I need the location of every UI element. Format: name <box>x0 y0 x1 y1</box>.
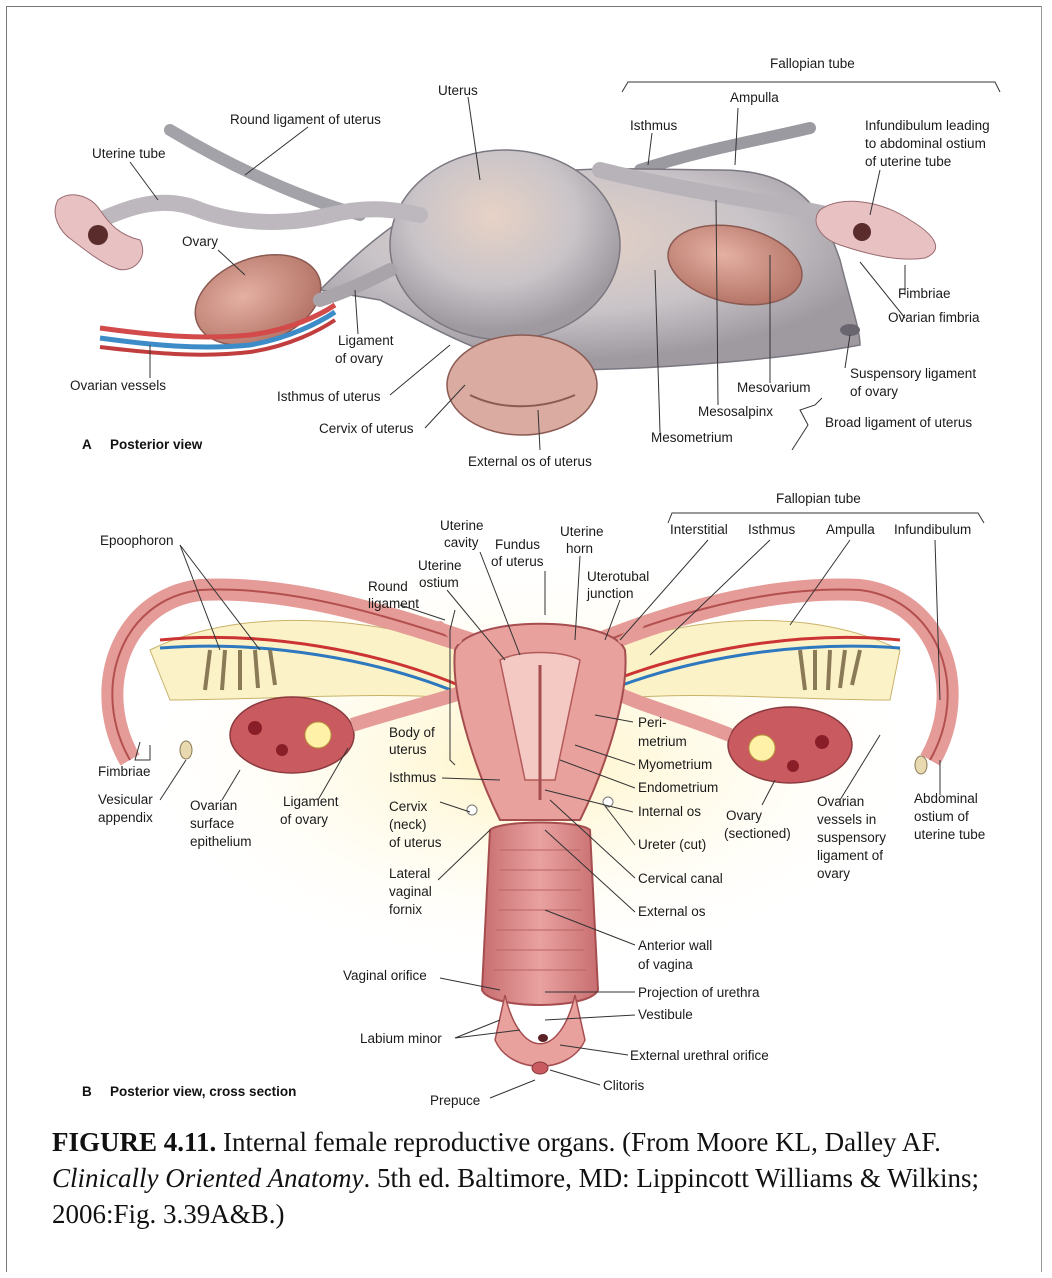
label-a-ovarian-fimbria: Ovarian fimbria <box>888 310 980 325</box>
label-b-round-ligament-2: ligament <box>368 596 419 611</box>
label-b-vesicular-2: appendix <box>98 810 153 825</box>
label-b-abdominal-ostium-2: ostium of <box>914 809 969 824</box>
caption-book-title: Clinically Oriented Anatomy <box>52 1163 363 1193</box>
label-b-prepuce: Prepuce <box>430 1093 480 1108</box>
label-b-endometrium: Endometrium <box>638 780 718 795</box>
label-b-lateral-fornix-1: Lateral <box>389 866 430 881</box>
label-b-epoophoron: Epoophoron <box>100 533 174 548</box>
label-a-ovarian-vessels: Ovarian vessels <box>70 378 166 393</box>
label-b-ovarian-vessels-2: vessels in <box>817 812 876 827</box>
label-a-suspensory-1: Suspensory ligament <box>850 366 976 381</box>
label-b-fundus-2: of uterus <box>491 554 544 569</box>
label-a-isthmus: Isthmus <box>630 118 678 133</box>
label-b-fallopian-tube: Fallopian tube <box>776 491 861 506</box>
label-b-ovarian-vessels-5: ovary <box>817 866 850 881</box>
label-b-isthmus-uterus: Isthmus <box>389 770 437 785</box>
label-b-fundus-1: Fundus <box>495 537 540 552</box>
label-b-perimetrium-2: metrium <box>638 734 687 749</box>
label-b-uterine-horn-2: horn <box>566 541 593 556</box>
label-b-ovarian-vessels-3: suspensory <box>817 830 886 845</box>
panel-b-title: Posterior view, cross section <box>110 1084 296 1099</box>
label-b-utero-1: Uterotubal <box>587 569 649 584</box>
label-a-cervix: Cervix of uterus <box>319 421 414 436</box>
label-a-ligament-ovary-1: Ligament <box>338 333 394 348</box>
label-a-uterine-tube: Uterine tube <box>92 146 166 161</box>
label-b-perimetrium-1: Peri- <box>638 715 667 730</box>
panel-a-title: Posterior view <box>110 437 203 452</box>
label-b-abdominal-ostium-1: Abdominal <box>914 791 978 806</box>
label-b-ligament-ovary-1: Ligament <box>283 794 339 809</box>
label-b-body-1: Body of <box>389 725 435 740</box>
figure-caption: FIGURE 4.11. Internal female reproductiv… <box>52 1124 1002 1232</box>
label-b-ovarian-surface-1: Ovarian <box>190 798 237 813</box>
label-b-uterine-ostium-1: Uterine <box>418 558 462 573</box>
label-b-cervix-1: Cervix <box>389 799 428 814</box>
label-a-ligament-ovary-2: of ovary <box>335 351 383 366</box>
label-b-vestibule: Vestibule <box>638 1007 693 1022</box>
label-b-cervix-2: (neck) <box>389 817 427 832</box>
label-a-infundibulum-3: of uterine tube <box>865 154 951 169</box>
label-b-uterine-cavity-1: Uterine <box>440 518 484 533</box>
label-b-ampulla: Ampulla <box>826 522 875 537</box>
label-b-ovarian-surface-2: surface <box>190 816 234 831</box>
panel-b-letter: B <box>82 1084 92 1099</box>
label-b-vaginal-orifice: Vaginal orifice <box>343 968 427 983</box>
label-a-isthmus-of-uterus: Isthmus of uterus <box>277 389 381 404</box>
label-b-cervix-3: of uterus <box>389 835 442 850</box>
label-b-body-2: uterus <box>389 742 427 757</box>
label-b-anterior-wall-1: Anterior wall <box>638 938 712 953</box>
label-b-anterior-wall-2: of vagina <box>638 957 693 972</box>
label-b-infundibulum: Infundibulum <box>894 522 971 537</box>
label-a-ovary: Ovary <box>182 234 218 249</box>
label-b-uterine-horn-1: Uterine <box>560 524 604 539</box>
label-b-ovarian-vessels-4: ligament of <box>817 848 883 863</box>
label-b-abdominal-ostium-3: uterine tube <box>914 827 985 842</box>
label-a-uterus: Uterus <box>438 83 478 98</box>
label-b-ovarian-vessels-1: Ovarian <box>817 794 864 809</box>
label-a-suspensory-2: of ovary <box>850 384 898 399</box>
label-b-external-urethral-orifice: External urethral orifice <box>630 1048 769 1063</box>
label-b-isthmus: Isthmus <box>748 522 796 537</box>
label-b-uterine-cavity-2: cavity <box>444 535 479 550</box>
label-a-broad-ligament: Broad ligament of uterus <box>825 415 972 430</box>
label-b-utero-2: junction <box>586 586 634 601</box>
label-b-ovarian-surface-3: epithelium <box>190 834 252 849</box>
label-a-fimbriae: Fimbriae <box>898 286 951 301</box>
label-b-lateral-fornix-2: vaginal <box>389 884 432 899</box>
panel-a-letter: A <box>82 437 92 452</box>
label-b-internal-os: Internal os <box>638 804 701 819</box>
label-b-lateral-fornix-3: fornix <box>389 902 422 917</box>
label-a-infundibulum-2: to abdominal ostium <box>865 136 986 151</box>
label-b-ovary-sectioned-1: Ovary <box>726 808 762 823</box>
label-a-mesometrium: Mesometrium <box>651 430 733 445</box>
label-b-ureter-cut: Ureter (cut) <box>638 837 706 852</box>
label-b-ovary-sectioned-2: (sectioned) <box>724 826 791 841</box>
label-b-external-os: External os <box>638 904 706 919</box>
label-b-ligament-ovary-2: of ovary <box>280 812 328 827</box>
label-b-interstitial: Interstitial <box>670 522 728 537</box>
label-b-vesicular-1: Vesicular <box>98 792 153 807</box>
label-b-fimbriae: Fimbriae <box>98 764 151 779</box>
label-b-clitoris: Clitoris <box>603 1078 645 1093</box>
label-b-cervical-canal: Cervical canal <box>638 871 723 886</box>
label-a-fallopian-tube: Fallopian tube <box>770 56 855 71</box>
anatomy-figure: Fallopian tube Uterus Ampulla Round liga… <box>0 0 1052 1120</box>
label-a-mesosalpinx: Mesosalpinx <box>698 404 773 419</box>
label-a-mesovarium: Mesovarium <box>737 380 811 395</box>
label-a-ampulla: Ampulla <box>730 90 779 105</box>
label-b-labium-minor: Labium minor <box>360 1031 442 1046</box>
label-b-round-ligament-1: Round <box>368 579 408 594</box>
label-a-external-os: External os of uterus <box>468 454 592 469</box>
label-b-myometrium: Myometrium <box>638 757 712 772</box>
figure-label: FIGURE 4.11. <box>52 1127 216 1157</box>
label-b-projection-urethra: Projection of urethra <box>638 985 760 1000</box>
label-b-uterine-ostium-2: ostium <box>419 575 459 590</box>
label-a-infundibulum-1: Infundibulum leading <box>865 118 990 133</box>
caption-text-1: Internal female reproductive organs. (Fr… <box>216 1127 941 1157</box>
label-a-round-ligament: Round ligament of uterus <box>230 112 381 127</box>
